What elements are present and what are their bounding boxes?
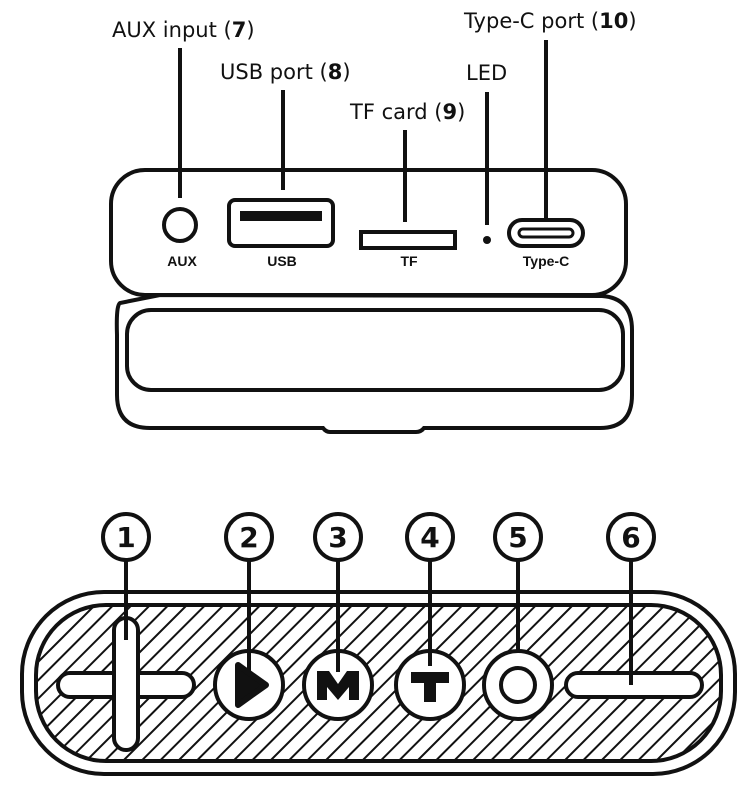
usb-port-icon <box>227 198 335 248</box>
number-badge-2: 2 <box>224 512 274 562</box>
number-badge-4: 4 <box>405 512 455 562</box>
number-badge-6: 6 <box>606 512 656 562</box>
port-cover-inner <box>125 308 625 392</box>
t-letter-icon <box>411 672 449 702</box>
button-panel <box>20 590 737 776</box>
number-4: 4 <box>420 521 439 554</box>
volume-plus-button[interactable] <box>56 616 196 752</box>
port-label-type-c: Type-C <box>523 253 569 269</box>
port-label-aux: AUX <box>167 253 197 269</box>
callout-aux-input: AUX input (7) <box>112 18 255 42</box>
plus-center-fill <box>116 675 136 695</box>
tf-slot-icon <box>359 230 457 250</box>
callout-tf-number: 9 <box>442 100 458 124</box>
callout-type-c-number: 10 <box>599 9 629 33</box>
port-label-tf: TF <box>400 253 418 269</box>
callout-led: LED <box>466 61 508 85</box>
number-badge-3: 3 <box>313 512 363 562</box>
number-2: 2 <box>239 521 258 554</box>
leader-lines <box>178 40 548 225</box>
type-c-port-inner <box>517 227 575 239</box>
callout-aux-number: 7 <box>231 18 247 42</box>
play-pause-button[interactable] <box>213 649 285 721</box>
number-leader-lines <box>124 560 633 685</box>
t-button[interactable] <box>394 649 466 721</box>
minus-bar <box>564 671 704 699</box>
number-badge-5: 5 <box>493 512 543 562</box>
button-panel-grille <box>34 603 723 763</box>
callout-tf-card: TF card (9) <box>350 100 466 124</box>
power-button[interactable] <box>482 649 554 721</box>
number-5: 5 <box>508 521 527 554</box>
led-dot-icon <box>483 236 491 244</box>
callout-usb-port: USB port (8) <box>220 60 351 84</box>
number-6: 6 <box>621 521 640 554</box>
ring-icon <box>499 666 537 704</box>
usb-port-tongue <box>240 211 322 221</box>
m-letter-icon <box>317 671 359 700</box>
number-3: 3 <box>328 521 347 554</box>
volume-minus-button[interactable] <box>564 671 704 699</box>
callout-usb-number: 8 <box>327 60 343 84</box>
aux-jack-icon <box>162 207 198 243</box>
callout-type-c-port: Type-C port (10) <box>464 9 637 33</box>
mode-button[interactable] <box>302 649 374 721</box>
number-1: 1 <box>116 521 135 554</box>
port-panel <box>109 168 634 434</box>
port-label-usb: USB <box>267 253 297 269</box>
number-badges: 1 2 3 4 5 6 <box>101 512 656 562</box>
number-badge-1: 1 <box>101 512 151 562</box>
play-icon <box>235 662 269 708</box>
